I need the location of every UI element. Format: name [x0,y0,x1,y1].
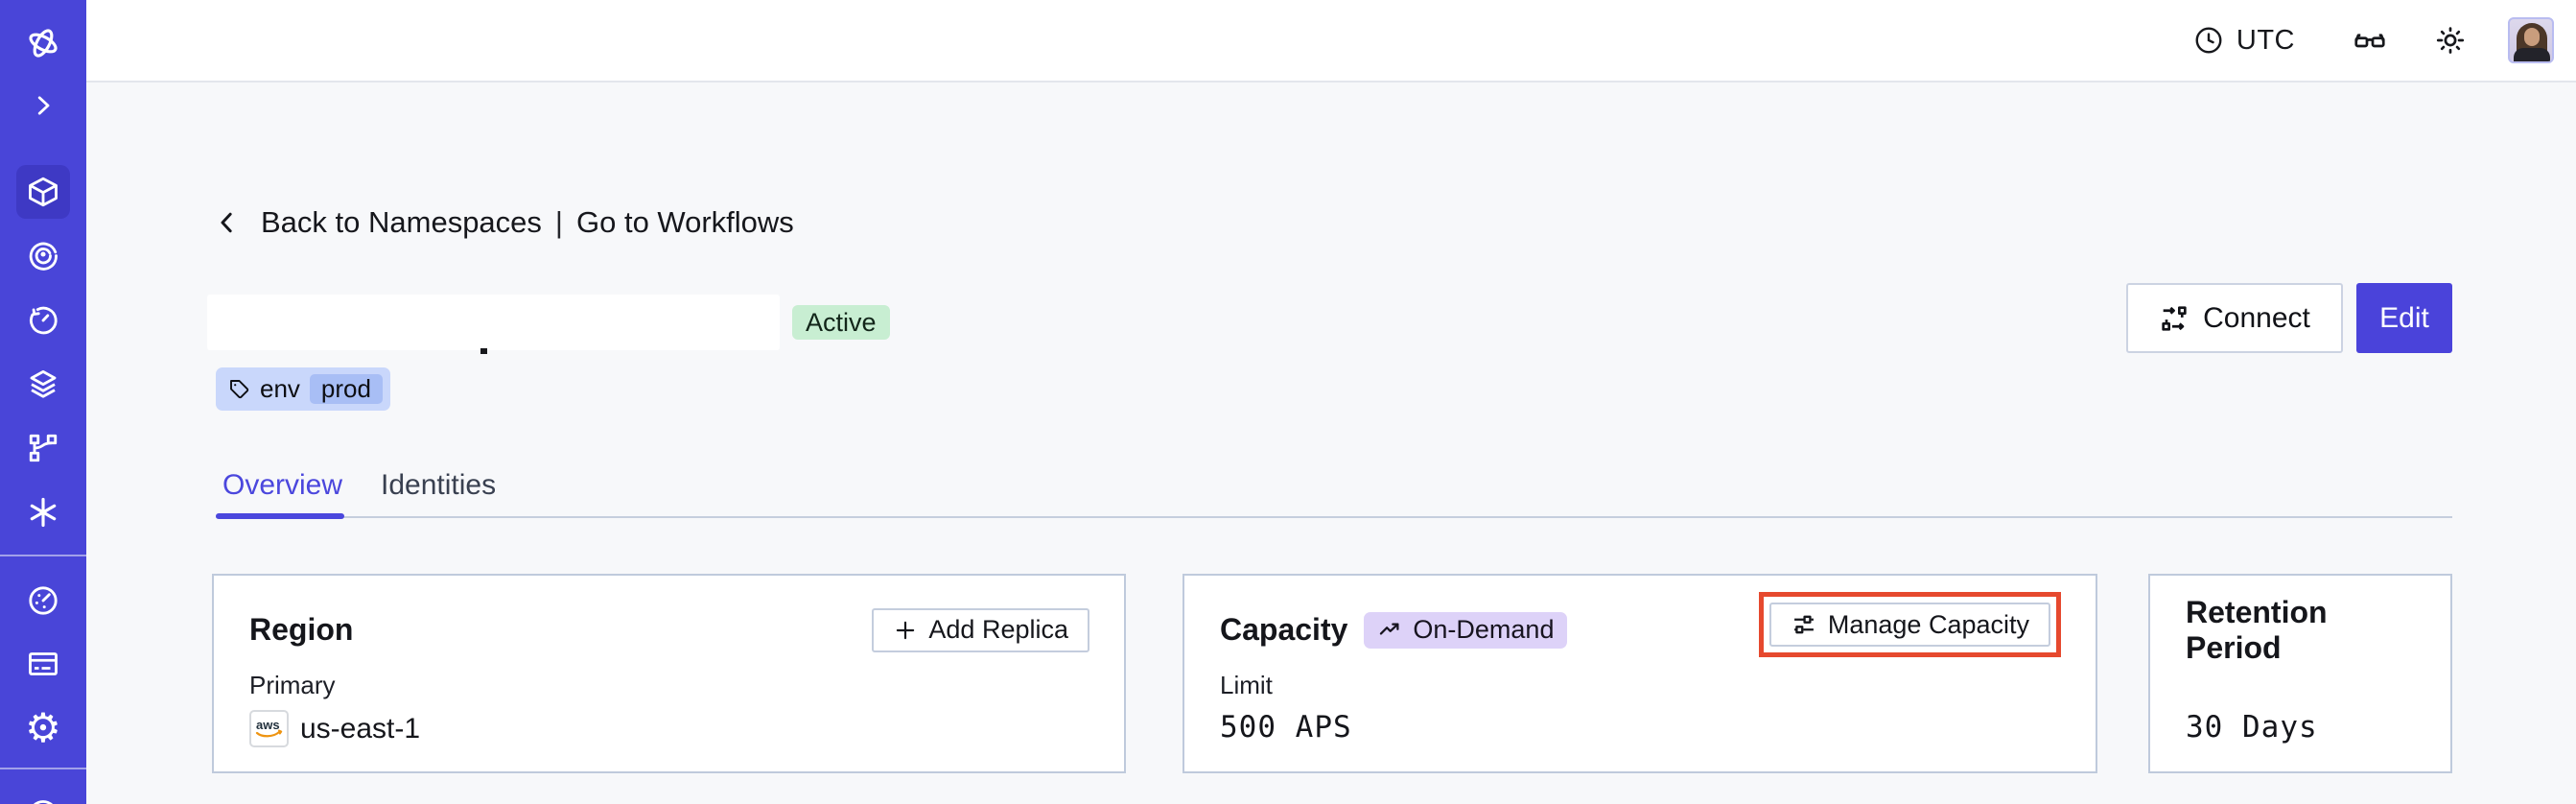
namespaces-cube-icon [29,177,58,207]
on-demand-badge: On-Demand [1364,611,1568,649]
capacity-card-title: Capacity [1220,612,1348,647]
tag-value-chip: prod [309,374,383,404]
breadcrumb-separator: | [554,205,563,239]
sidebar-item-billing[interactable] [0,637,86,691]
region-card: Region Add Replica Primary aws us-east-1 [212,574,1126,773]
avatar-face [2524,28,2540,46]
active-tab-underline [216,513,344,519]
usage-gauge-icon [29,586,58,615]
clock-icon [2192,24,2225,57]
sliders-icon [1793,615,1814,634]
retention-card-title: Retention Period [2186,594,2328,665]
top-bar: UTC [86,0,2576,83]
timezone-label: UTC [2236,24,2295,56]
sidebar-item-schedules[interactable] [0,294,86,347]
add-replica-button[interactable]: Add Replica [872,607,1089,652]
aws-provider-icon: aws [249,710,289,747]
sidebar-divider [0,555,86,556]
schedules-timer-icon [29,306,58,335]
glasses-icon[interactable] [2351,21,2389,59]
sidebar-item-monitor[interactable] [0,227,86,281]
sidebar-item-stacks[interactable] [0,357,86,411]
connect-button-label: Connect [2203,301,2310,334]
back-chevron-icon[interactable] [213,208,242,237]
add-replica-label: Add Replica [928,615,1068,644]
connect-flow-icon [2162,305,2187,331]
namespace-tag[interactable]: env prod [216,367,390,411]
nexus-asterisk-icon [30,497,57,528]
edit-button[interactable]: Edit [2356,283,2452,353]
retention-card: Retention Period 30 Days [2148,574,2452,773]
sidebar-item-namespaces[interactable] [0,165,86,219]
billing-card-icon [29,652,58,675]
region-value: us-east-1 [300,712,421,745]
temporal-logo[interactable] [0,16,86,70]
trending-up-icon [1380,623,1399,635]
redaction-artifact [480,348,487,354]
tab-identities[interactable]: Identities [381,469,497,501]
support-icon-partial [33,800,54,804]
avatar-body [2514,48,2550,61]
stacks-layers-icon [30,369,57,398]
tag-key: env [260,374,300,403]
sidebar-item-nexus[interactable] [0,485,86,539]
retention-value: 30 Days [2186,710,2318,745]
namespace-name-redacted [207,295,780,350]
edit-button-label: Edit [2379,301,2429,334]
plus-icon [897,621,915,639]
on-demand-badge-label: On-Demand [1413,615,1555,644]
tab-overview[interactable]: Overview [222,469,343,501]
deployments-branch-icon [29,434,58,462]
capacity-value: 500 APS [1220,710,1352,745]
svg-text:aws: aws [256,718,280,732]
timezone-selector[interactable]: UTC [2192,24,2295,57]
sun-icon[interactable] [2431,21,2470,59]
primary-label: Primary [249,671,336,699]
status-badge: Active [792,305,890,340]
sidebar-item-settings[interactable]: ⚙ [0,701,86,755]
capacity-card: Capacity On-Demand Manage Capac [1183,574,2097,773]
tag-icon [230,379,249,398]
settings-gear-icon: ⚙ [25,705,61,750]
sidebar-item-usage[interactable] [0,574,86,627]
manage-capacity-label: Manage Capacity [1827,609,2029,639]
breadcrumb: Back to Namespaces | Go to Workflows [213,205,794,240]
breadcrumb-workflows-link[interactable]: Go to Workflows [575,205,794,239]
monitor-spiral-icon [29,242,58,271]
expand-chevron-icon[interactable] [0,79,86,132]
breadcrumb-back-link[interactable]: Back to Namespaces [261,205,542,239]
sidebar-item-support[interactable] [0,785,86,804]
sidebar-item-deployments[interactable] [0,421,86,475]
user-avatar[interactable] [2508,17,2554,63]
region-card-title: Region [249,612,354,647]
sidebar-divider-bottom [0,768,86,769]
tab-divider-rule [216,516,2452,518]
connect-button[interactable]: Connect [2126,283,2343,353]
status-badge-label: Active [806,307,877,337]
sidebar: ⚙ [0,0,86,804]
manage-capacity-button[interactable]: Manage Capacity [1768,603,2050,647]
limit-label: Limit [1220,671,1273,699]
manage-capacity-highlight-box: Manage Capacity [1758,592,2061,657]
